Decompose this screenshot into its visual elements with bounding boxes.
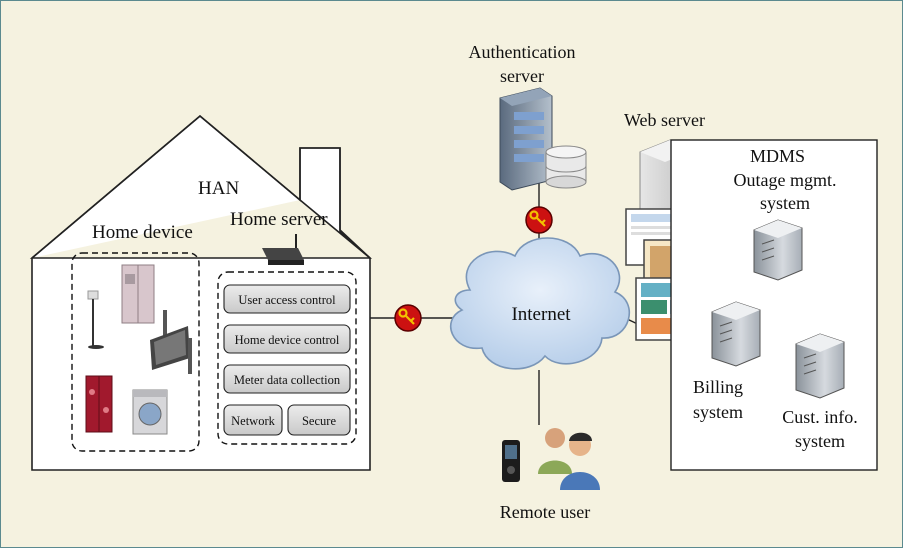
- house-roof: [31, 114, 371, 259]
- cust-info-server-icon: [795, 333, 845, 399]
- red-fridge-icon: [85, 375, 113, 433]
- billing-label-line2: system: [693, 402, 743, 422]
- home-device-title: Home device: [92, 222, 193, 243]
- key-icon: [398, 308, 415, 325]
- home-server-title: Home server: [230, 209, 328, 230]
- secure-button[interactable]: Secure: [287, 404, 351, 436]
- users-icon: [538, 428, 600, 490]
- billing-server-icon: [711, 301, 761, 367]
- home-device-box: [71, 252, 200, 452]
- han-title: HAN: [198, 178, 239, 199]
- router-icon: [262, 234, 304, 265]
- auth-key-badge: [525, 206, 553, 234]
- outage-label-line2: system: [760, 193, 810, 213]
- server-functions-box: [217, 271, 357, 445]
- phone-icon: [502, 440, 520, 482]
- meter-data-collection-button[interactable]: Meter data collection: [223, 364, 351, 394]
- server-rack-icon: [499, 87, 553, 191]
- outage-server-icon: [753, 219, 803, 281]
- user-access-control-button[interactable]: User access control: [223, 284, 351, 314]
- auth-server-label-line1: Authentication: [469, 42, 576, 62]
- database-icon: [545, 145, 587, 189]
- lamp-icon: [87, 290, 104, 349]
- washing-machine-icon: [132, 389, 168, 435]
- mdms-title: MDMS: [750, 146, 805, 166]
- meter-data-collection-label: Meter data collection: [234, 373, 341, 387]
- tv-speaker-icon: [150, 310, 192, 374]
- key-icon: [529, 210, 546, 227]
- remote-user-label: Remote user: [500, 502, 590, 522]
- refrigerator-icon: [121, 264, 155, 324]
- mdms-box: [670, 139, 878, 471]
- web-server-label: Web server: [624, 110, 705, 130]
- billing-label-line1: Billing: [693, 377, 743, 397]
- internet-label: Internet: [511, 304, 571, 325]
- auth-server-label-line2: server: [500, 66, 544, 86]
- network-button[interactable]: Network: [223, 404, 283, 436]
- network-label: Network: [231, 414, 275, 428]
- outage-label-line1: Outage mgmt.: [734, 170, 837, 190]
- cust-label-line2: system: [795, 431, 845, 451]
- internet-cloud: [450, 237, 631, 370]
- home-device-control-label: Home device control: [235, 333, 340, 347]
- user-access-control-label: User access control: [238, 293, 336, 307]
- han-key-badge: [394, 304, 422, 332]
- home-device-control-button[interactable]: Home device control: [223, 324, 351, 354]
- cust-label-line1: Cust. info.: [782, 407, 858, 427]
- secure-label: Secure: [302, 414, 336, 428]
